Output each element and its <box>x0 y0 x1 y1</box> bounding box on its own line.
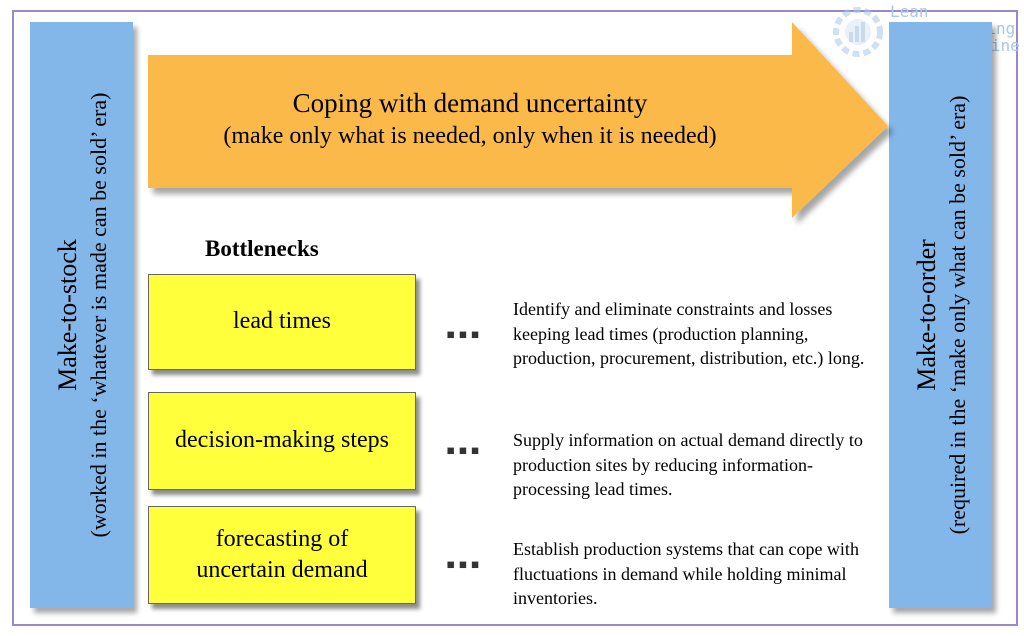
bottleneck-box-lead-times: lead times <box>148 274 416 370</box>
demand-arrow <box>148 22 888 218</box>
make-to-stock-title: Make-to-stock <box>52 239 82 391</box>
bottleneck-box-forecasting: forecasting of uncertain demand <box>148 506 416 604</box>
diagram-frame <box>12 10 1018 626</box>
make-to-stock-subtitle: (worked in the ‘whatever is made can be … <box>85 92 110 538</box>
ellipsis-dots: ▪▪▪ <box>446 320 483 349</box>
bottleneck-box-decision-making: decision-making steps <box>148 392 416 490</box>
bottlenecks-heading: Bottlenecks <box>205 236 319 261</box>
make-to-order-title: Make-to-order <box>911 239 941 391</box>
ellipsis-dots: ▪▪▪ <box>446 550 483 579</box>
gear-logo-icon <box>833 7 883 57</box>
arrow-line-2: (make only what is needed, only when it … <box>223 123 717 150</box>
bottleneck-label: lead times <box>233 308 331 335</box>
bottleneck-label: forecasting of uncertain demand <box>196 525 368 583</box>
bottleneck-description: Establish production systems that can co… <box>513 539 859 609</box>
make-to-order-subtitle: (required in the ‘make only what can be … <box>944 95 969 535</box>
bottleneck-label: decision-making steps <box>175 427 389 454</box>
ellipsis-dots: ▪▪▪ <box>446 436 483 465</box>
bottleneck-description: Supply information on actual demand dire… <box>513 430 863 500</box>
make-to-order-bar: Make-to-order (required in the ‘make onl… <box>889 22 992 608</box>
logo-line-1: Lean <box>890 2 929 21</box>
arrow-line-1: Coping with demand uncertainty <box>292 88 648 118</box>
arrow-label: Coping with demand uncertainty (make onl… <box>150 86 790 152</box>
make-to-stock-bar: Make-to-stock (worked in the ‘whatever i… <box>30 22 133 608</box>
bottleneck-description: Identify and eliminate constraints and l… <box>513 299 865 369</box>
